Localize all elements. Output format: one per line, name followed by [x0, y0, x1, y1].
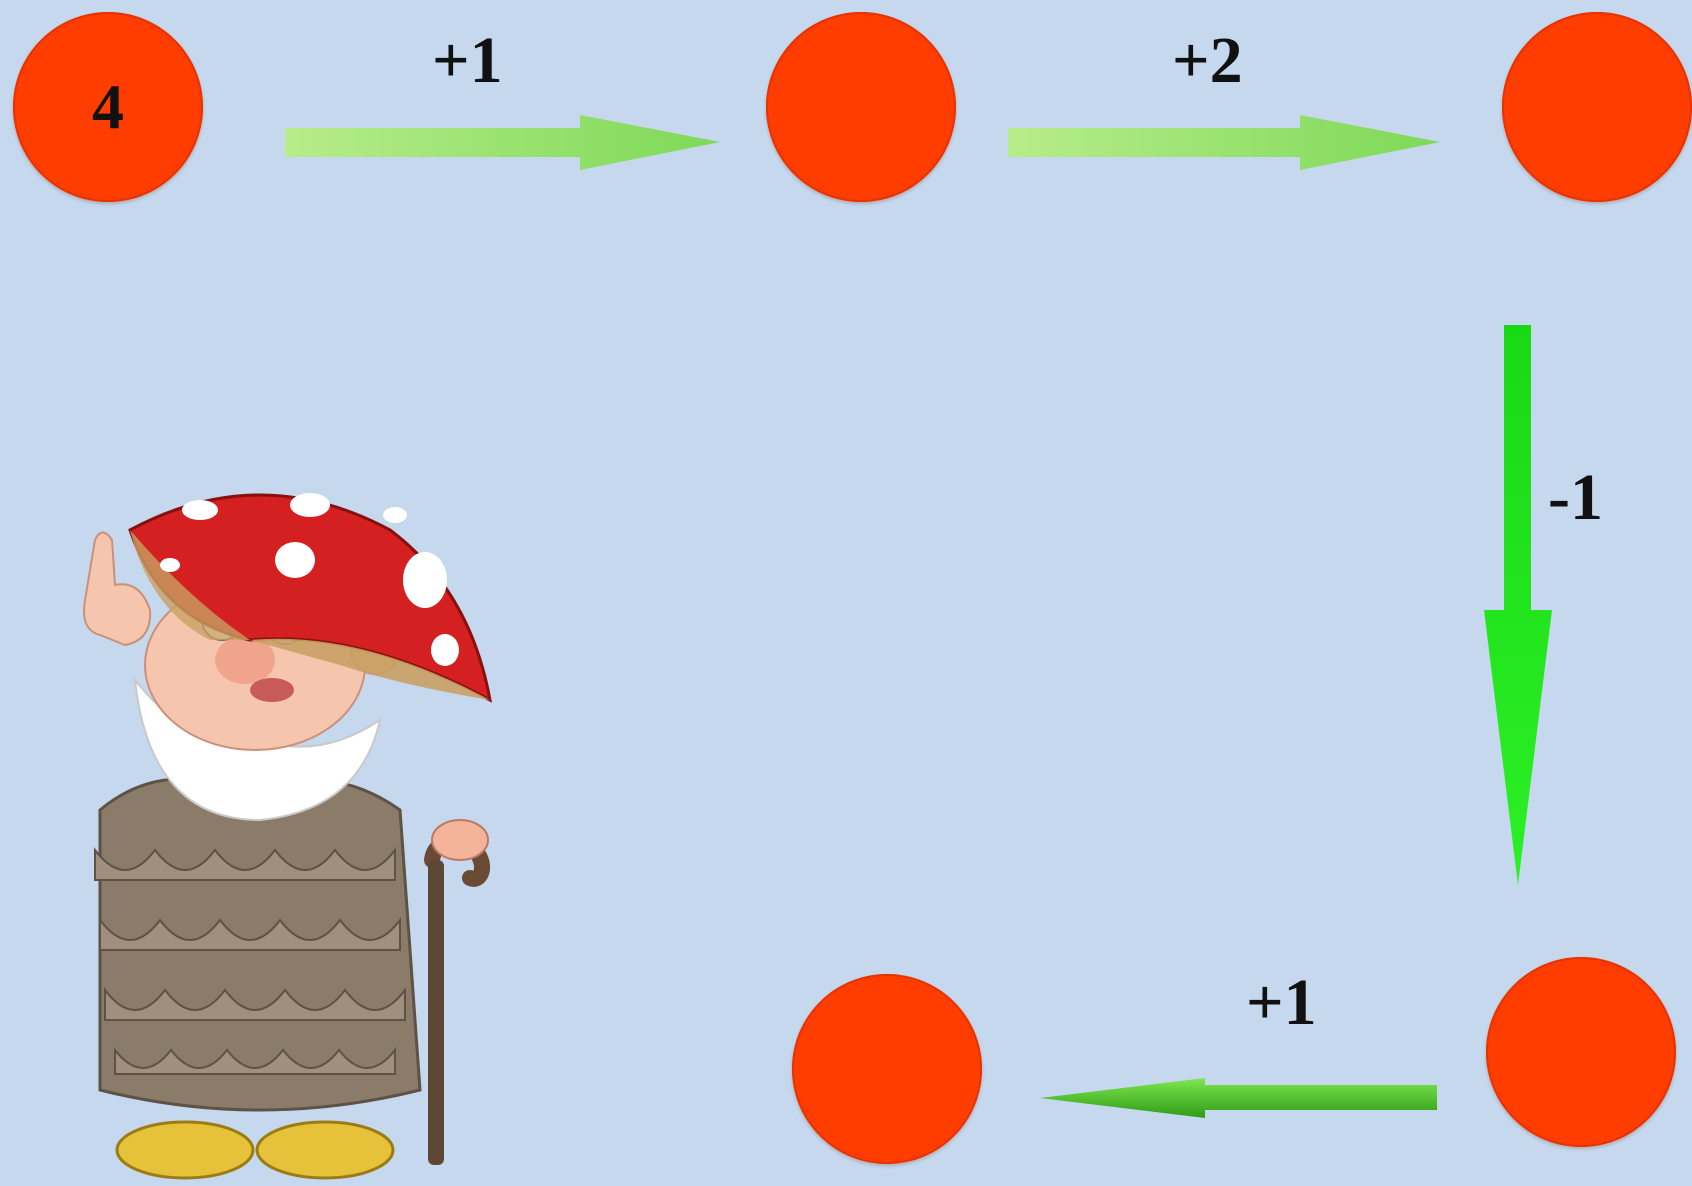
operation-label-1: +1 [432, 28, 503, 94]
operation-label-2: +2 [1172, 28, 1243, 94]
arrow-n2-to-n3 [1008, 115, 1440, 170]
node-start: 4 [13, 12, 203, 202]
arrow-n4-to-n5 [1040, 1078, 1437, 1118]
arrow-n3-to-n4 [1484, 325, 1552, 885]
node-2[interactable] [766, 12, 956, 202]
node-3[interactable] [1502, 12, 1692, 202]
operation-label-3: -1 [1548, 465, 1603, 531]
node-5[interactable] [792, 974, 982, 1164]
operation-label-4: +1 [1246, 970, 1317, 1036]
node-4[interactable] [1486, 957, 1676, 1147]
mushroom-gnome-illustration [40, 490, 510, 1180]
arrow-n1-to-n2 [285, 115, 720, 170]
